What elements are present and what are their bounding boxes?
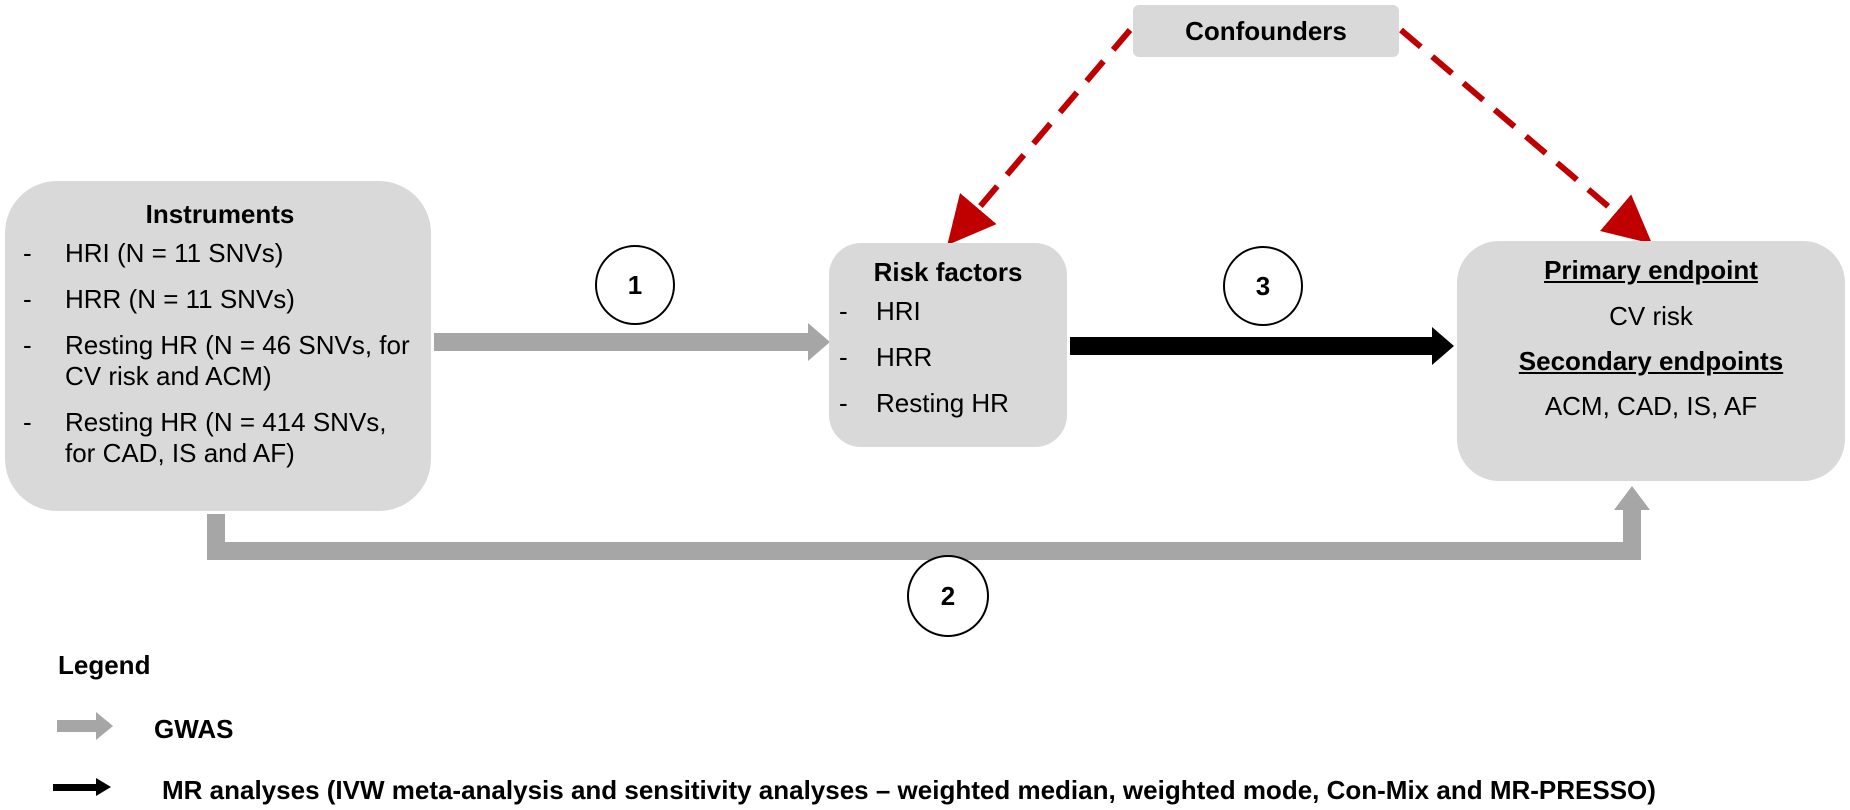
list-item: -HRI xyxy=(839,296,1057,327)
instrument-item-text: Resting HR (N = 46 SNVs, for CV risk and… xyxy=(65,330,410,391)
dash-marker: - xyxy=(23,407,32,437)
list-item: - HRI (N = 11 SNVs) xyxy=(23,238,417,269)
risk-factor-text: HRR xyxy=(876,342,933,372)
dash-marker: - xyxy=(839,342,848,372)
instruments-title: Instruments xyxy=(145,199,295,229)
instrument-item-text: Resting HR (N = 414 SNVs, for CAD, IS an… xyxy=(65,407,387,468)
dash-marker: - xyxy=(839,296,848,326)
secondary-endpoints-text: ACM, CAD, IS, AF xyxy=(1544,391,1758,421)
risk-factor-text: HRI xyxy=(876,296,921,326)
legend-mr-label: MR analyses (IVW meta-analysis and sensi… xyxy=(162,775,1656,805)
secondary-endpoints-title: Secondary endpoints xyxy=(1518,346,1784,376)
path-label-3: 3 xyxy=(1223,246,1303,326)
legend-gwas-label: GWAS xyxy=(154,714,234,744)
dash-marker: - xyxy=(23,330,32,360)
confounders-label: Confounders xyxy=(1185,15,1347,46)
confounders-box: Confounders xyxy=(1133,5,1399,57)
confounder-arrow-right xyxy=(1399,27,1653,244)
risk-factors-box: Risk factors -HRI -HRR -Resting HR xyxy=(829,243,1067,447)
risk-factor-text: Resting HR xyxy=(876,388,1009,418)
gwas-arrow-1 xyxy=(434,323,830,361)
dash-marker: - xyxy=(23,238,32,268)
mr-arrow-3 xyxy=(1070,327,1454,365)
instrument-item-text: HRR (N = 11 SNVs) xyxy=(65,284,295,314)
list-item: -HRR xyxy=(839,342,1057,373)
list-item: - HRR (N = 11 SNVs) xyxy=(23,284,417,315)
dash-marker: - xyxy=(839,388,848,418)
legend-gwas-arrow xyxy=(57,712,113,740)
primary-endpoint-text: CV risk xyxy=(1609,301,1693,331)
endpoints-box: Primary endpoint CV risk Secondary endpo… xyxy=(1457,241,1845,481)
path-label-1-text: 1 xyxy=(628,270,642,300)
legend-mr-arrow xyxy=(53,778,111,796)
path-label-2-text: 2 xyxy=(941,581,955,611)
risk-factors-title: Risk factors xyxy=(873,257,1023,287)
instruments-list: - HRI (N = 11 SNVs) - HRR (N = 11 SNVs) - R… xyxy=(23,238,417,469)
legend-title: Legend xyxy=(58,650,151,680)
list-item: - Resting HR (N = 46 SNVs, for CV risk an… xyxy=(23,330,417,392)
dash-marker: - xyxy=(23,284,32,314)
primary-endpoint-title: Primary endpoint xyxy=(1544,255,1758,285)
instrument-item-text: HRI (N = 11 SNVs) xyxy=(65,238,284,268)
path-label-3-text: 3 xyxy=(1256,271,1270,301)
path-label-2: 2 xyxy=(907,555,989,637)
instruments-box: Instruments - HRI (N = 11 SNVs) - HRR (N =… xyxy=(5,181,431,511)
list-item: - Resting HR (N = 414 SNVs, for CAD, IS a… xyxy=(23,407,417,469)
confounder-arrow-left xyxy=(947,28,1133,246)
risk-factors-list: -HRI -HRR -Resting HR xyxy=(839,296,1057,419)
path-label-1: 1 xyxy=(595,245,675,325)
list-item: -Resting HR xyxy=(839,388,1057,419)
gwas-arrow-2 xyxy=(207,486,1650,560)
